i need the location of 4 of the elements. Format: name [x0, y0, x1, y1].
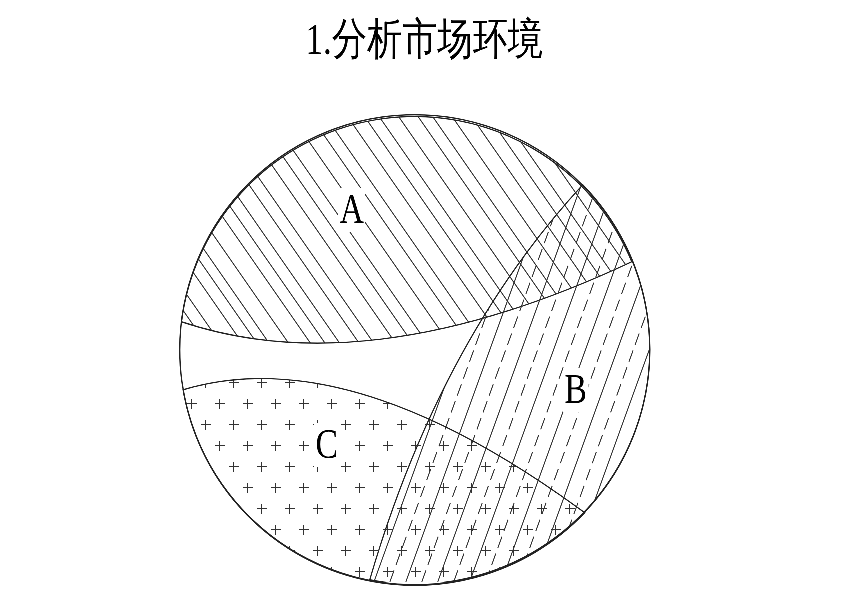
region-label: C [314, 423, 340, 467]
region-label: A [338, 188, 366, 232]
diagram-title: 1.分析市场环境 [306, 14, 544, 66]
region-label: B [563, 368, 589, 412]
